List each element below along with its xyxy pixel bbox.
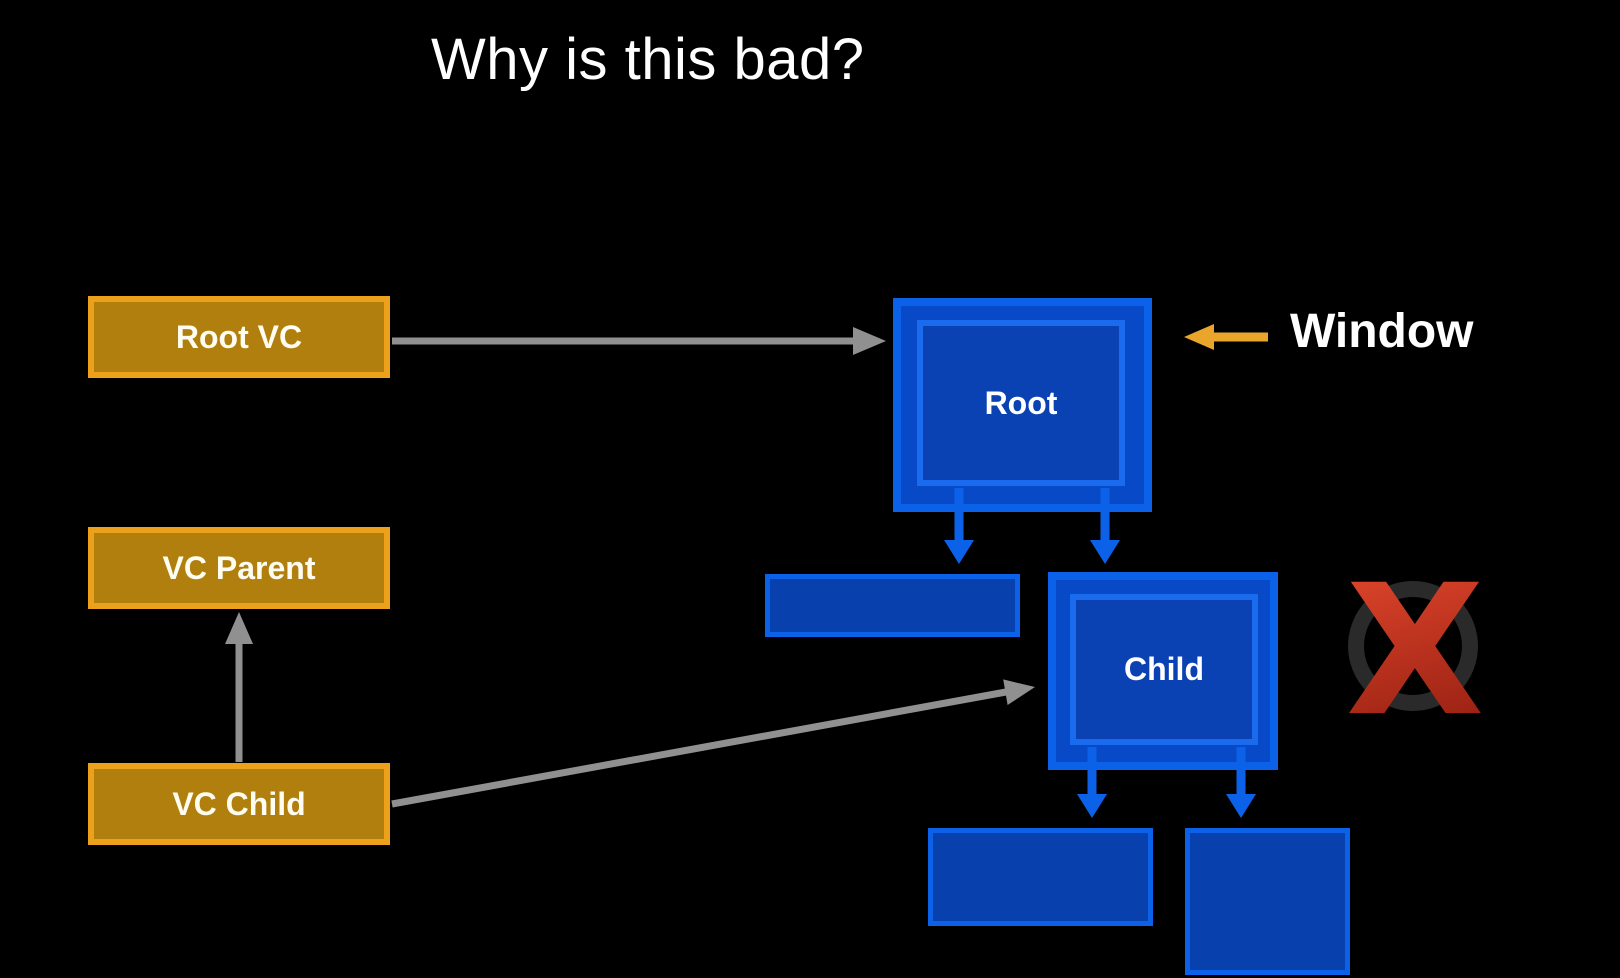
page-title: Why is this bad?: [431, 27, 865, 92]
root-vc-label: Root VC: [175, 318, 303, 355]
vc-parent-box: VC Parent: [88, 527, 390, 609]
child-view-label: Child: [1124, 651, 1204, 687]
red-x-icon: X: [1346, 553, 1485, 738]
window-label: Window: [1290, 305, 1474, 358]
unlabeled-view-rect: [928, 828, 1153, 926]
unlabeled-view-rect: [765, 574, 1020, 637]
vc-parent-label: VC Parent: [162, 549, 316, 586]
arrow-root-vc-to-window-icon: [392, 327, 886, 355]
arrow-vc-child-to-vc-parent-icon: [225, 612, 253, 762]
root-view-label: Root: [984, 384, 1058, 421]
window-pointer-arrow-icon: [1184, 324, 1268, 350]
vc-child-box: VC Child: [88, 763, 390, 845]
x-ring-circle: [1348, 581, 1478, 711]
vc-child-label: VC Child: [172, 785, 306, 822]
arrow-vc-child-to-child-view-icon: [391, 679, 1035, 808]
root-vc-box: Root VC: [88, 296, 390, 378]
unlabeled-view-rect: [1185, 828, 1350, 975]
root-view-box: Root: [917, 320, 1125, 486]
child-view-box: Child: [1070, 594, 1258, 745]
x-glyph: X: [1346, 553, 1485, 738]
